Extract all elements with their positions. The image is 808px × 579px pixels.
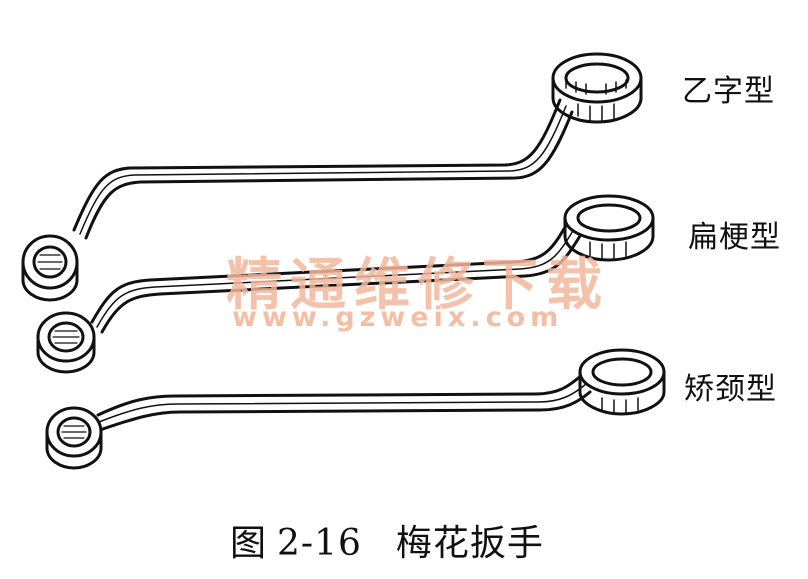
label-offset-type: 矫颈型 bbox=[684, 372, 777, 407]
wrench-z-type bbox=[21, 52, 643, 302]
label-flat-type: 扁梗型 bbox=[688, 220, 781, 255]
caption-prefix: 图 bbox=[230, 523, 268, 564]
label-z-type: 乙字型 bbox=[682, 74, 775, 109]
caption-number: 2-16 bbox=[277, 523, 362, 564]
watermark-title: 精通维修下载 bbox=[226, 253, 610, 318]
caption-title: 梅花扳手 bbox=[395, 523, 544, 564]
wrench-flat-type bbox=[36, 194, 655, 374]
watermark-url: www.gzweix.com bbox=[232, 302, 564, 333]
wrench-offset-type bbox=[45, 348, 666, 470]
